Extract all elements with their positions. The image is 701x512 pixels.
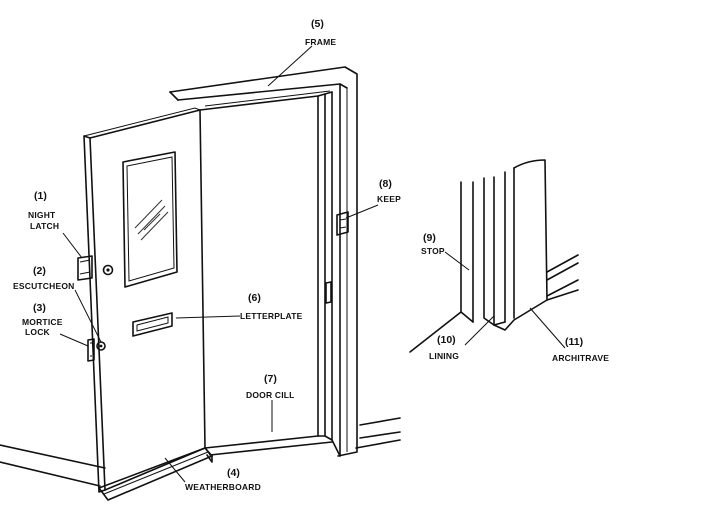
- label-name: ESCUTCHEON: [13, 281, 75, 291]
- label-number: (2): [33, 265, 46, 277]
- label-name: ARCHITRAVE: [552, 353, 609, 363]
- label-weatherboard: (4) WEATHERBOARD: [185, 467, 261, 492]
- label-name: LETTERPLATE: [240, 311, 303, 321]
- label-mortice-lock: (3) MORTICE LOCK: [22, 302, 63, 337]
- label-name: LINING: [429, 351, 459, 361]
- label-name: FRAME: [305, 37, 336, 47]
- label-number: (5): [311, 18, 324, 30]
- door-cill-shape: [204, 435, 333, 456]
- label-number: (1): [34, 190, 47, 202]
- label-number: (9): [423, 232, 436, 244]
- keep-shape: [325, 211, 349, 304]
- label-keep: (8) KEEP: [377, 178, 401, 204]
- label-number: (8): [379, 178, 392, 190]
- label-name: STOP: [421, 246, 445, 256]
- label-number: (10): [437, 334, 456, 346]
- label-lining: (10) LINING: [429, 334, 459, 361]
- label-name: DOOR CILL: [246, 390, 295, 400]
- detail-view: [409, 159, 579, 353]
- label-name-line2: LOCK: [25, 327, 51, 337]
- label-number: (4): [227, 467, 240, 479]
- door-frame: [169, 66, 358, 457]
- label-night-latch: (1) NIGHT LATCH: [28, 190, 59, 231]
- floor-skirting: [0, 417, 401, 487]
- label-name: KEEP: [377, 194, 401, 204]
- label-escutcheon: (2) ESCUTCHEON: [13, 265, 75, 291]
- label-name: MORTICE: [22, 317, 63, 327]
- label-number: (11): [565, 336, 583, 348]
- label-name-line2: LATCH: [30, 221, 59, 231]
- label-name: NIGHT: [28, 210, 56, 220]
- label-door-cill: (7) DOOR CILL: [246, 373, 295, 400]
- label-name: WEATHERBOARD: [185, 482, 261, 492]
- label-number: (3): [33, 302, 46, 314]
- label-stop: (9) STOP: [421, 232, 445, 256]
- label-number: (6): [248, 292, 261, 304]
- leader-lines: [59, 45, 566, 483]
- label-architrave: (11) ARCHITRAVE: [552, 336, 609, 363]
- label-number: (7): [264, 373, 277, 385]
- label-letterplate: (6) LETTERPLATE: [240, 292, 303, 321]
- label-frame: (5) FRAME: [305, 18, 336, 47]
- door-leaf: [77, 107, 213, 501]
